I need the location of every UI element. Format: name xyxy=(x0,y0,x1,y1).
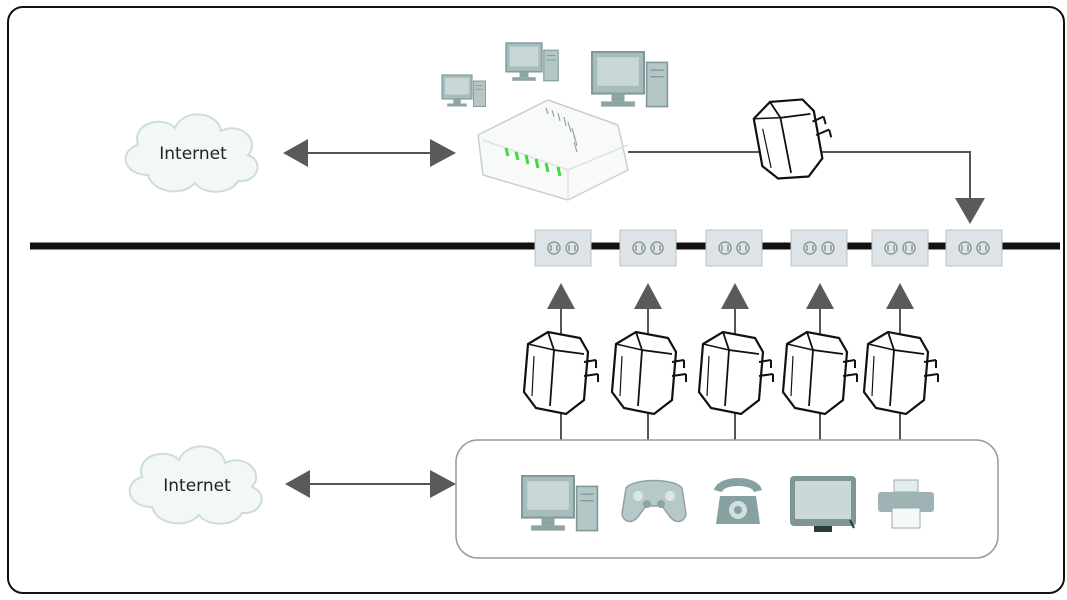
outlet-icon xyxy=(534,229,592,267)
telephone-icon xyxy=(714,478,762,524)
bidirectional-arrow-top xyxy=(283,139,456,167)
outlet-icon xyxy=(619,229,677,267)
computer-icon xyxy=(591,51,669,108)
arrow-up-icon xyxy=(547,283,575,309)
powerline-adapter-icon xyxy=(610,330,688,416)
game-controller-icon xyxy=(621,479,687,523)
television-icon xyxy=(790,476,856,532)
powerline-adapter-icon xyxy=(697,330,775,416)
computer-icon xyxy=(505,42,559,82)
powerline-adapter-icon xyxy=(522,330,600,416)
powerline-adapter-icon xyxy=(862,330,940,416)
outlet-icon xyxy=(705,229,763,267)
outlet-icon xyxy=(945,229,1003,267)
outlet-icon xyxy=(790,229,848,267)
powerline-adapter-icon xyxy=(745,87,841,189)
printer-icon xyxy=(878,479,934,529)
arrow-up-icon xyxy=(886,283,914,309)
bidirectional-arrow-bottom xyxy=(285,470,456,498)
arrow-up-icon xyxy=(721,283,749,309)
outlet-icon xyxy=(871,229,929,267)
internet-label-bottom: Internet xyxy=(163,476,231,496)
powerline-adapter-icon xyxy=(781,330,859,416)
arrow-up-icon xyxy=(634,283,662,309)
arrow-down-icon xyxy=(955,198,985,224)
router-icon xyxy=(477,99,629,201)
internet-label-top: Internet xyxy=(159,144,227,164)
arrow-up-icon xyxy=(806,283,834,309)
internet-cloud-bottom: Internet xyxy=(128,445,263,525)
computer-icon xyxy=(441,74,487,108)
internet-cloud-top: Internet xyxy=(124,113,259,193)
diagram-frame xyxy=(7,6,1065,594)
